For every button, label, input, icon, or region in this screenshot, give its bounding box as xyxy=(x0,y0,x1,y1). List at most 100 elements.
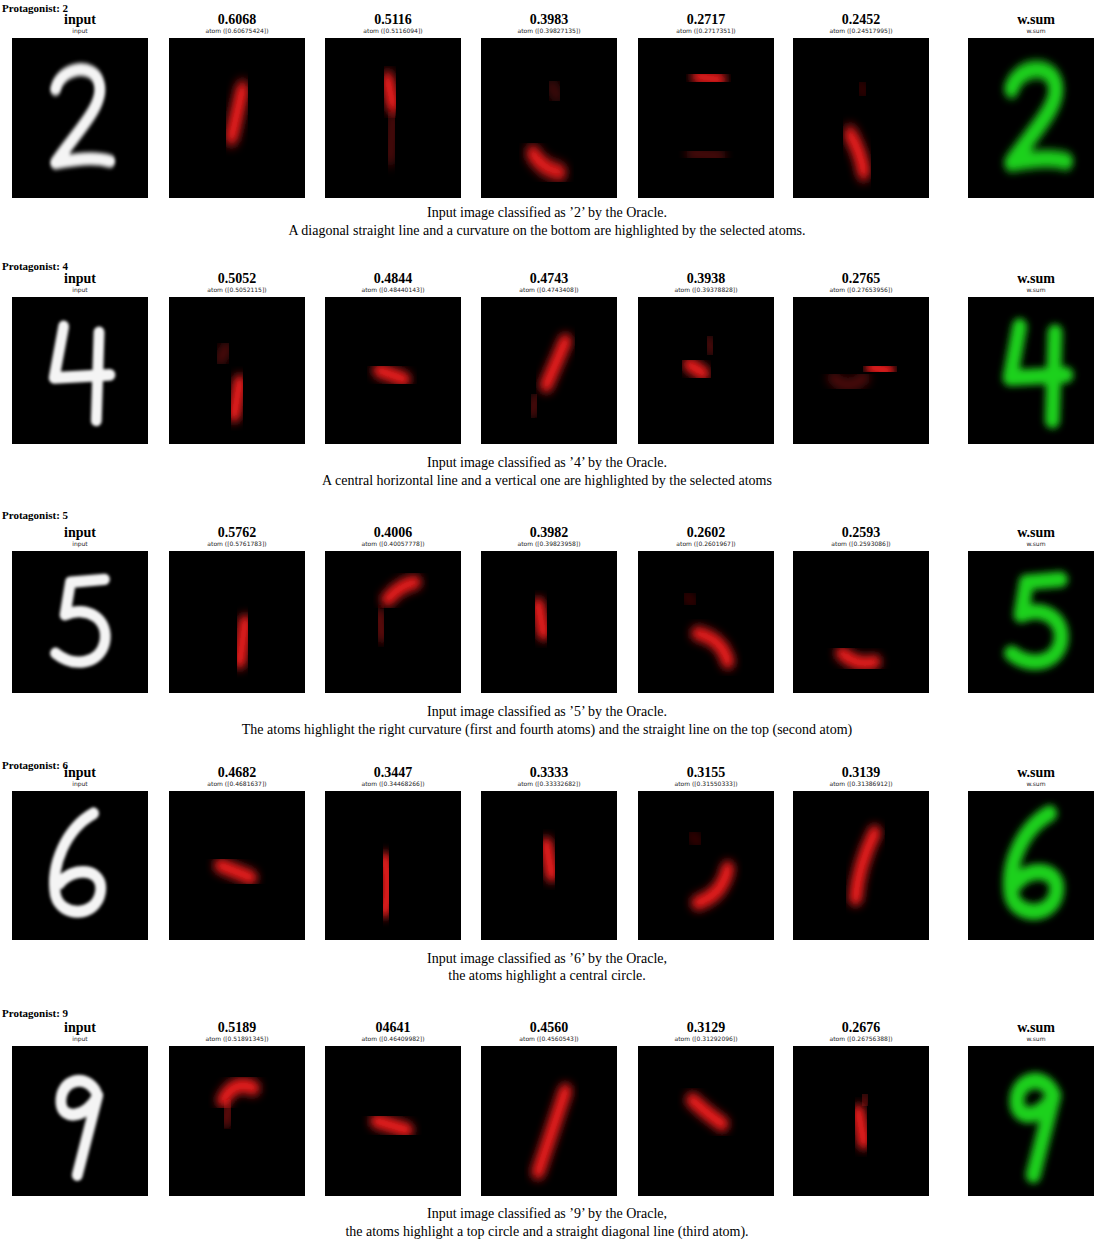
atom-panel: 0.4560atom ([0.4560543]) xyxy=(481,1020,617,1196)
panel-subtitle: atom ([0.31292096]) xyxy=(638,1035,774,1043)
image-ground xyxy=(12,297,148,444)
atom-panel: 0.6068atom ([0.60675424]) xyxy=(169,12,305,198)
panel-subtitle: w.sum xyxy=(968,540,1094,548)
atom-image xyxy=(481,38,617,198)
atom-blob xyxy=(221,348,226,358)
panel-subtitle: atom ([0.34468266]) xyxy=(325,780,461,788)
atom-panel: 0.4743atom ([0.4743408]) xyxy=(481,271,617,444)
atom-panel: 0.5762atom ([0.5761783]) xyxy=(169,525,305,693)
panel-title: 0.3938 xyxy=(638,271,774,286)
panel-subtitle: atom ([0.33332682]) xyxy=(481,780,617,788)
atom-image xyxy=(325,551,461,693)
atom-image xyxy=(481,791,617,940)
panel-title: 0.4743 xyxy=(481,271,617,286)
image-ground xyxy=(169,297,305,444)
panel-title: input xyxy=(12,525,148,540)
panel-title: 0.4682 xyxy=(169,765,305,780)
row-label: Protagonist: 4 xyxy=(2,260,68,273)
atom-panel: 0.2593atom ([0.2593086]) xyxy=(793,525,929,693)
caption-line: the atoms highlight a central circle. xyxy=(0,967,1094,984)
weighted-sum-panel: w.sumw.sum xyxy=(968,271,1094,444)
atom-blob xyxy=(692,836,697,842)
panel-subtitle: atom ([0.51891345]) xyxy=(169,1035,305,1043)
image-ground xyxy=(169,1046,305,1196)
panel-title: w.sum xyxy=(968,271,1094,286)
digit-image xyxy=(12,791,148,940)
atom-image xyxy=(325,791,461,940)
panel-title: 0.3155 xyxy=(638,765,774,780)
panel-subtitle: atom ([0.27653956]) xyxy=(793,286,929,294)
panel-title: 0.2765 xyxy=(793,271,929,286)
panel-subtitle: atom ([0.46409982]) xyxy=(325,1035,461,1043)
row-label: Protagonist: 9 xyxy=(2,1007,68,1020)
panel-subtitle: atom ([0.39827135]) xyxy=(481,27,617,35)
atom-blob xyxy=(226,1106,229,1121)
panel-title: input xyxy=(12,1020,148,1035)
atom-image xyxy=(638,297,774,444)
input-panel: inputinput xyxy=(12,765,148,940)
panel-subtitle: atom ([0.5116094]) xyxy=(325,27,461,35)
atom-image xyxy=(325,1046,461,1196)
atom-blob xyxy=(834,378,864,385)
atom-blob xyxy=(240,622,245,662)
atom-image xyxy=(325,38,461,198)
atom-blob xyxy=(379,371,403,380)
input-panel: inputinput xyxy=(12,271,148,444)
atom-image xyxy=(793,791,929,940)
panel-subtitle: atom ([0.24517995]) xyxy=(793,27,929,35)
image-ground xyxy=(325,1046,461,1196)
atom-panel: 0.3983atom ([0.39827135]) xyxy=(481,12,617,198)
panel-title: 0.5189 xyxy=(169,1020,305,1035)
atom-blob xyxy=(552,86,557,96)
image-ground xyxy=(793,791,929,940)
atom-blob xyxy=(377,1121,407,1130)
panel-title: 0.4006 xyxy=(325,525,461,540)
atom-panel: 0.3139atom ([0.31386912]) xyxy=(793,765,929,940)
panel-subtitle: atom ([0.4560543]) xyxy=(481,1035,617,1043)
panel-title: 0.3447 xyxy=(325,765,461,780)
image-ground xyxy=(968,297,1094,444)
image-ground xyxy=(793,551,929,693)
image-ground xyxy=(638,1046,774,1196)
image-ground xyxy=(12,551,148,693)
atom-panel: 0.2452atom ([0.24517995]) xyxy=(793,12,929,198)
panel-title: input xyxy=(12,271,148,286)
caption-line: Input image classified as ’5’ by the Ora… xyxy=(0,703,1094,720)
panel-subtitle: w.sum xyxy=(968,780,1094,788)
sum-stroke xyxy=(1010,326,1066,420)
image-ground xyxy=(325,38,461,198)
atom-blob xyxy=(223,1085,253,1100)
atom-image xyxy=(169,297,305,444)
atom-panel: 0.2765atom ([0.27653956]) xyxy=(793,271,929,444)
image-ground xyxy=(325,297,461,444)
row-label: Protagonist: 2 xyxy=(2,2,68,15)
atom-blob xyxy=(709,341,712,350)
panel-subtitle: input xyxy=(12,286,148,294)
panel-title: 0.3129 xyxy=(638,1020,774,1035)
atom-image xyxy=(169,38,305,198)
atom-blob xyxy=(221,866,251,878)
panel-subtitle: atom ([0.4681637]) xyxy=(169,780,305,788)
image-ground xyxy=(169,551,305,693)
panel-subtitle: atom ([0.5052115]) xyxy=(169,286,305,294)
atom-panel: 0.4844atom ([0.48440143]) xyxy=(325,271,461,444)
atom-blob xyxy=(234,382,239,414)
panel-title: 0.2717 xyxy=(638,12,774,27)
digit-stroke xyxy=(54,813,100,911)
row-label: Protagonist: 5 xyxy=(2,509,68,522)
atom-blob xyxy=(850,134,864,172)
atom-panel: 0.2602atom ([0.2601967]) xyxy=(638,525,774,693)
weighted-sum-panel: w.sumw.sum xyxy=(968,765,1094,940)
atom-blob xyxy=(698,76,720,79)
atom-blob xyxy=(390,118,393,158)
atom-blob xyxy=(388,582,415,599)
image-ground xyxy=(481,551,617,693)
atom-image xyxy=(169,791,305,940)
caption-line: A diagonal straight line and a curvature… xyxy=(0,222,1094,239)
sum-stroke xyxy=(1010,813,1056,911)
image-ground xyxy=(638,791,774,940)
atom-blob xyxy=(858,1112,863,1142)
digit-stroke xyxy=(56,70,110,163)
panel-subtitle: atom ([0.26756388]) xyxy=(793,1035,929,1043)
